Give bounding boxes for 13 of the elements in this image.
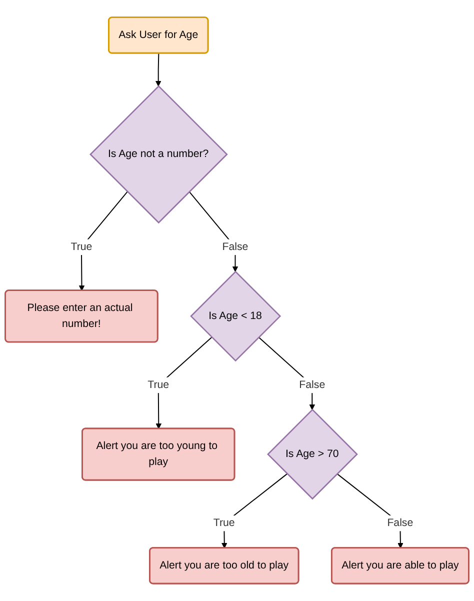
- arrow: [155, 52, 162, 86]
- arrow: [156, 336, 212, 430]
- node-diamond: Is Age < 18: [190, 270, 282, 362]
- edge-label: True: [148, 379, 170, 391]
- arrow: [221, 473, 288, 548]
- edge-label: True: [70, 241, 92, 253]
- node-diamond: Is Age not a number?: [90, 85, 228, 224]
- edge-label: False: [299, 379, 326, 391]
- edge-label: False: [387, 517, 414, 529]
- edge-label: False: [222, 241, 248, 253]
- edge-label: True: [213, 517, 235, 529]
- node-diamond: Is Age > 70: [267, 408, 358, 500]
- arrow: [78, 191, 128, 292]
